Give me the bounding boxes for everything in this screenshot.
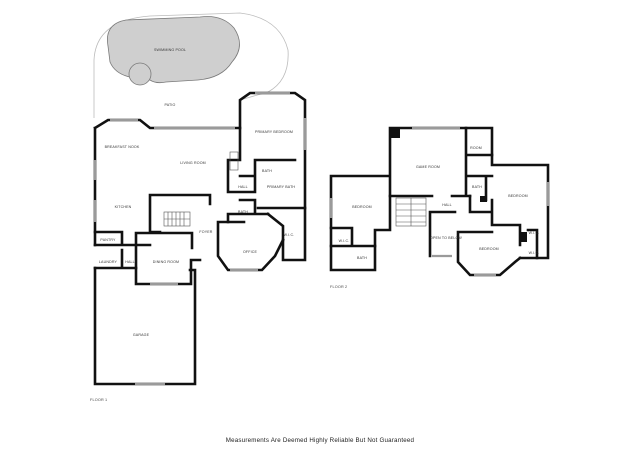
room-label-open-to-below: OPEN TO BELOW: [430, 236, 462, 240]
room-label-bath: BATH: [238, 210, 248, 214]
room-label-primary-bedroom: PRIMARY BEDROOM: [255, 130, 293, 134]
chimney-block: [390, 128, 400, 138]
room-label-garage: GARAGE: [133, 333, 150, 337]
column-block: [480, 196, 487, 202]
floor-2-stair: [395, 197, 427, 227]
garage-walls: [93, 266, 197, 386]
room-label-hall-laundry: HALL: [125, 260, 135, 264]
hall-walls: [428, 194, 492, 258]
pantry-laundry-walls: [93, 248, 138, 270]
bedroom-right-walls: [490, 198, 539, 260]
room-label-swimming-pool: SWIMMING POOL: [154, 48, 186, 52]
room-label-bath-left: BATH: [357, 256, 367, 260]
primary-suite-walls: [226, 126, 307, 224]
floor-2-exterior-walls: [329, 126, 550, 272]
room-label-primary-bath: PRIMARY BATH: [267, 185, 296, 189]
room-label-bath-upper: BATH: [472, 185, 482, 189]
floor-2-plan: ROOM GAME ROOM BATH BEDROOM HALL BEDROOM…: [329, 126, 550, 289]
room-label-foyer: FOYER: [199, 230, 212, 234]
dining-room-walls: [134, 231, 202, 286]
spa-circle: [128, 62, 152, 86]
floor-1-plan: SWIMMING POOL PATIO BREAKFAST NOOK LIVIN…: [90, 12, 307, 402]
room-label-dining-room: DINING ROOM: [153, 260, 179, 264]
room-label-wic: W.I.C.: [284, 233, 295, 237]
room-label-bedroom-bottom: BEDROOM: [479, 247, 499, 251]
patio-outline: [93, 12, 289, 122]
kitchen-walls: [93, 193, 212, 247]
room-label-breakfast-nook: BREAKFAST NOOK: [105, 145, 140, 149]
floor-1-windows: [93, 91, 307, 386]
room-label-wic-right-upper: W.I.C.: [529, 231, 540, 235]
room-label-living-room: LIVING ROOM: [180, 161, 206, 165]
floor-1-caption: FLOOR 1: [90, 398, 107, 402]
room-label-hall: HALL: [442, 203, 452, 207]
room-label-room: ROOM: [470, 146, 482, 150]
room-label-wic-left: W.I.C.: [339, 239, 350, 243]
room-label-game-room: GAME ROOM: [416, 165, 440, 169]
room-label-wic-right-lower: W.I.C.: [529, 251, 540, 255]
room-label-patio: PATIO: [165, 103, 176, 107]
floor-1-stair: [163, 211, 191, 227]
room-label-office: OFFICE: [243, 250, 258, 254]
room-label-bedroom-right: BEDROOM: [508, 194, 528, 198]
floor-2-caption: FLOOR 2: [330, 285, 347, 289]
floor-1-exterior-walls: [93, 91, 307, 262]
disclaimer-text: Measurements Are Deemed Highly Reliable …: [225, 437, 415, 444]
bedroom-left-walls: [329, 226, 377, 248]
closet-block: [521, 232, 527, 242]
room-label-pantry: PANTRY: [100, 238, 116, 242]
room-label-primary-bath-small: BATH: [262, 169, 272, 173]
room-label-kitchen: KITCHEN: [115, 205, 132, 209]
room-label-laundry: LAUNDRY: [99, 260, 118, 264]
floor-2-windows: [329, 126, 550, 277]
fireplace: [229, 151, 239, 171]
bedroom-bottom-walls: [456, 230, 522, 277]
room-label-hall: HALL: [238, 185, 248, 189]
room-label-bedroom-left: BEDROOM: [352, 205, 372, 209]
office-walls: [216, 212, 285, 272]
game-room-walls: [388, 126, 494, 202]
